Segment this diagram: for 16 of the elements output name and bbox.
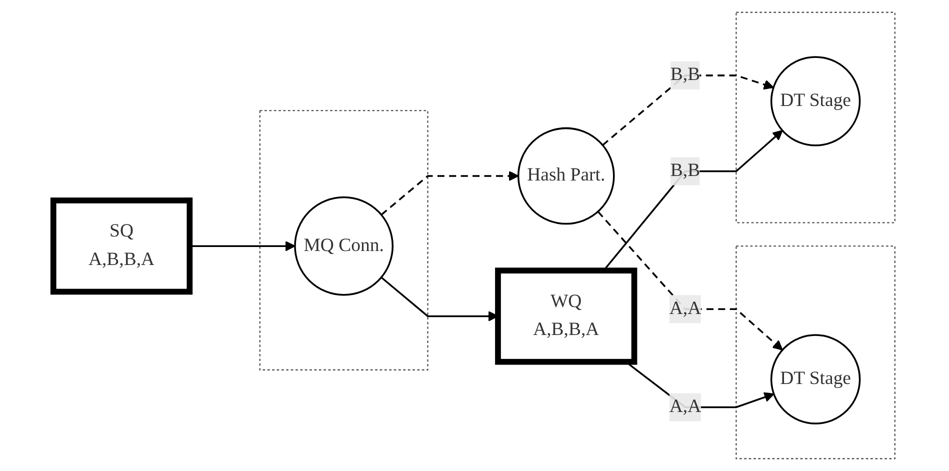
edge-label: B,B <box>670 160 700 181</box>
arrow <box>190 240 296 252</box>
node-circle: MQ Conn. <box>294 196 394 296</box>
edge-label: B,B <box>670 64 700 85</box>
arrow <box>598 211 784 350</box>
node-circle: DT Stage <box>770 334 862 424</box>
node-circle: DT Stage <box>770 56 862 146</box>
cluster <box>736 12 896 224</box>
node-box: SQ A,B,B,A <box>50 198 193 295</box>
node-circle: Hash Part. <box>518 127 616 225</box>
cluster <box>260 110 429 370</box>
edge-label: A,A <box>670 298 702 319</box>
arrow <box>381 170 520 216</box>
cluster <box>736 246 896 460</box>
edge-label: A,A <box>670 396 702 417</box>
node-box: WQ A,B,B,A <box>495 268 638 365</box>
